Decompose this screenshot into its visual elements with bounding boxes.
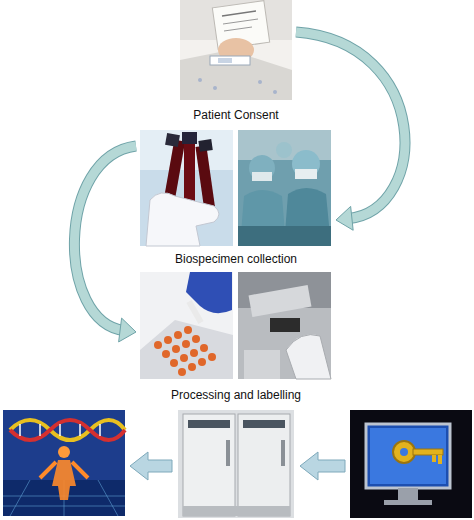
stage-group: Processing and labelling xyxy=(138,270,334,402)
sample-rack-photo xyxy=(140,272,233,379)
freezer-photo xyxy=(178,410,294,518)
stage-caption: Processing and labelling xyxy=(138,388,334,402)
stage-caption: Biospecimen collection xyxy=(138,252,334,266)
flow-arrow xyxy=(130,452,345,480)
blood-tube-photo xyxy=(140,130,233,246)
stage-group: Biospecimen collection xyxy=(138,128,334,266)
secure-data-photo xyxy=(350,410,472,518)
curved-flow-arrow xyxy=(296,32,405,230)
surgery-photo xyxy=(238,130,331,246)
curved-flow-arrow xyxy=(74,146,136,342)
stage-group: Patient Consent xyxy=(178,0,294,122)
dna-illustration xyxy=(3,410,125,516)
microtome-photo xyxy=(238,272,331,379)
stage-caption: Patient Consent xyxy=(178,108,294,122)
consent-photo xyxy=(180,0,292,100)
